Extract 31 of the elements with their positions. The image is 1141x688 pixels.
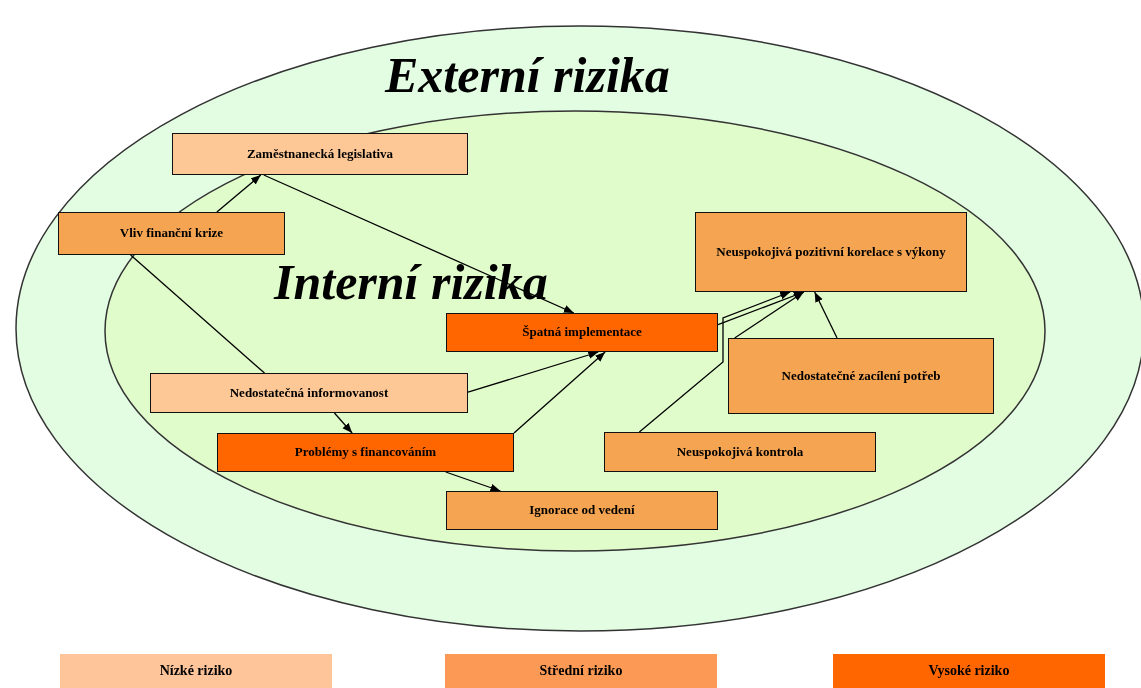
risk-label: Nedostatečná informovanost — [228, 383, 390, 402]
risk-box — [695, 212, 967, 292]
risk-label: Vliv finanční krize — [118, 224, 225, 243]
risk-label: Nedostatečné zacílení potřeb — [780, 366, 942, 385]
legend-label: Střední riziko — [539, 663, 623, 679]
arrow — [263, 174, 575, 314]
risk-box — [446, 491, 718, 530]
risk-label: Neuspokojivá kontrola — [675, 442, 805, 461]
arrow — [513, 351, 606, 434]
arrow — [467, 351, 599, 393]
risk-label: Ignorace od vedení — [528, 501, 636, 520]
arrow — [638, 291, 791, 433]
arrow — [734, 291, 805, 339]
risk-label: Problémy s financováním — [293, 443, 438, 462]
arrow — [333, 412, 353, 434]
risk-box — [604, 432, 876, 472]
legend-label: Nízké riziko — [159, 663, 233, 679]
arrow — [814, 291, 838, 339]
risk-box — [172, 133, 468, 175]
arrow — [445, 471, 502, 492]
risk-label: Zaměstnanecká legislativa — [245, 144, 395, 163]
risk-label: Špatná implementace — [521, 323, 643, 342]
risk-box — [150, 373, 468, 413]
risk-box — [728, 338, 994, 414]
risk-box — [446, 313, 718, 352]
risk-box — [58, 212, 285, 255]
legend-label: Vysoké riziko — [928, 663, 1010, 679]
region-title: Externí rizika — [385, 50, 670, 100]
arrow — [216, 174, 262, 213]
risk-box — [217, 433, 514, 472]
risk-label: Neuspokojivá pozitivní korelace s výkony — [715, 242, 947, 261]
